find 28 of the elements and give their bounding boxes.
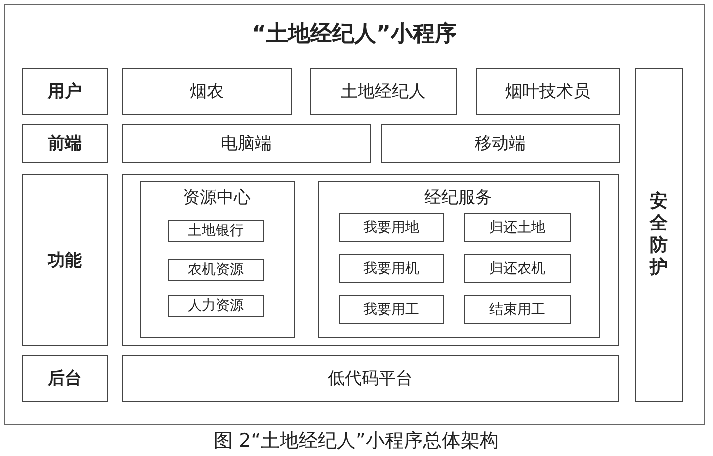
security-column: 安全防护 [635,68,683,402]
service-box: 我要用地 [339,213,444,242]
layer-label: 功能 [22,174,108,346]
service-box: 归还农机 [464,254,571,283]
outer-frame [4,4,705,425]
resource-box: 人力资源 [168,295,264,317]
module-panel [140,180,294,338]
service-box: 我要用工 [339,295,444,324]
layer-label: 前端 [22,124,108,163]
user-role-box: 烟农 [122,68,292,115]
module-panel [318,180,600,338]
layer-label: 用户 [22,68,108,115]
service-box: 结束用工 [464,295,571,324]
function-panel [122,174,619,346]
module-heading: 资源中心 [183,186,251,208]
client-box: 移动端 [381,124,620,163]
service-box: 归还土地 [464,213,571,242]
user-role-box: 烟叶技术员 [476,68,620,115]
figure-caption: 图 2“土地经纪人”小程序总体架构 [214,429,499,454]
platform-box: 低代码平台 [122,355,619,402]
resource-box: 土地银行 [168,220,264,242]
service-box: 我要用机 [339,254,444,283]
resource-box: 农机资源 [168,259,264,281]
module-heading: 经纪服务 [424,186,492,208]
layer-label: 后台 [22,355,108,402]
user-role-box: 土地经纪人 [310,68,457,115]
frame-title: “土地经纪人”小程序 [252,20,457,49]
client-box: 电脑端 [122,124,371,163]
